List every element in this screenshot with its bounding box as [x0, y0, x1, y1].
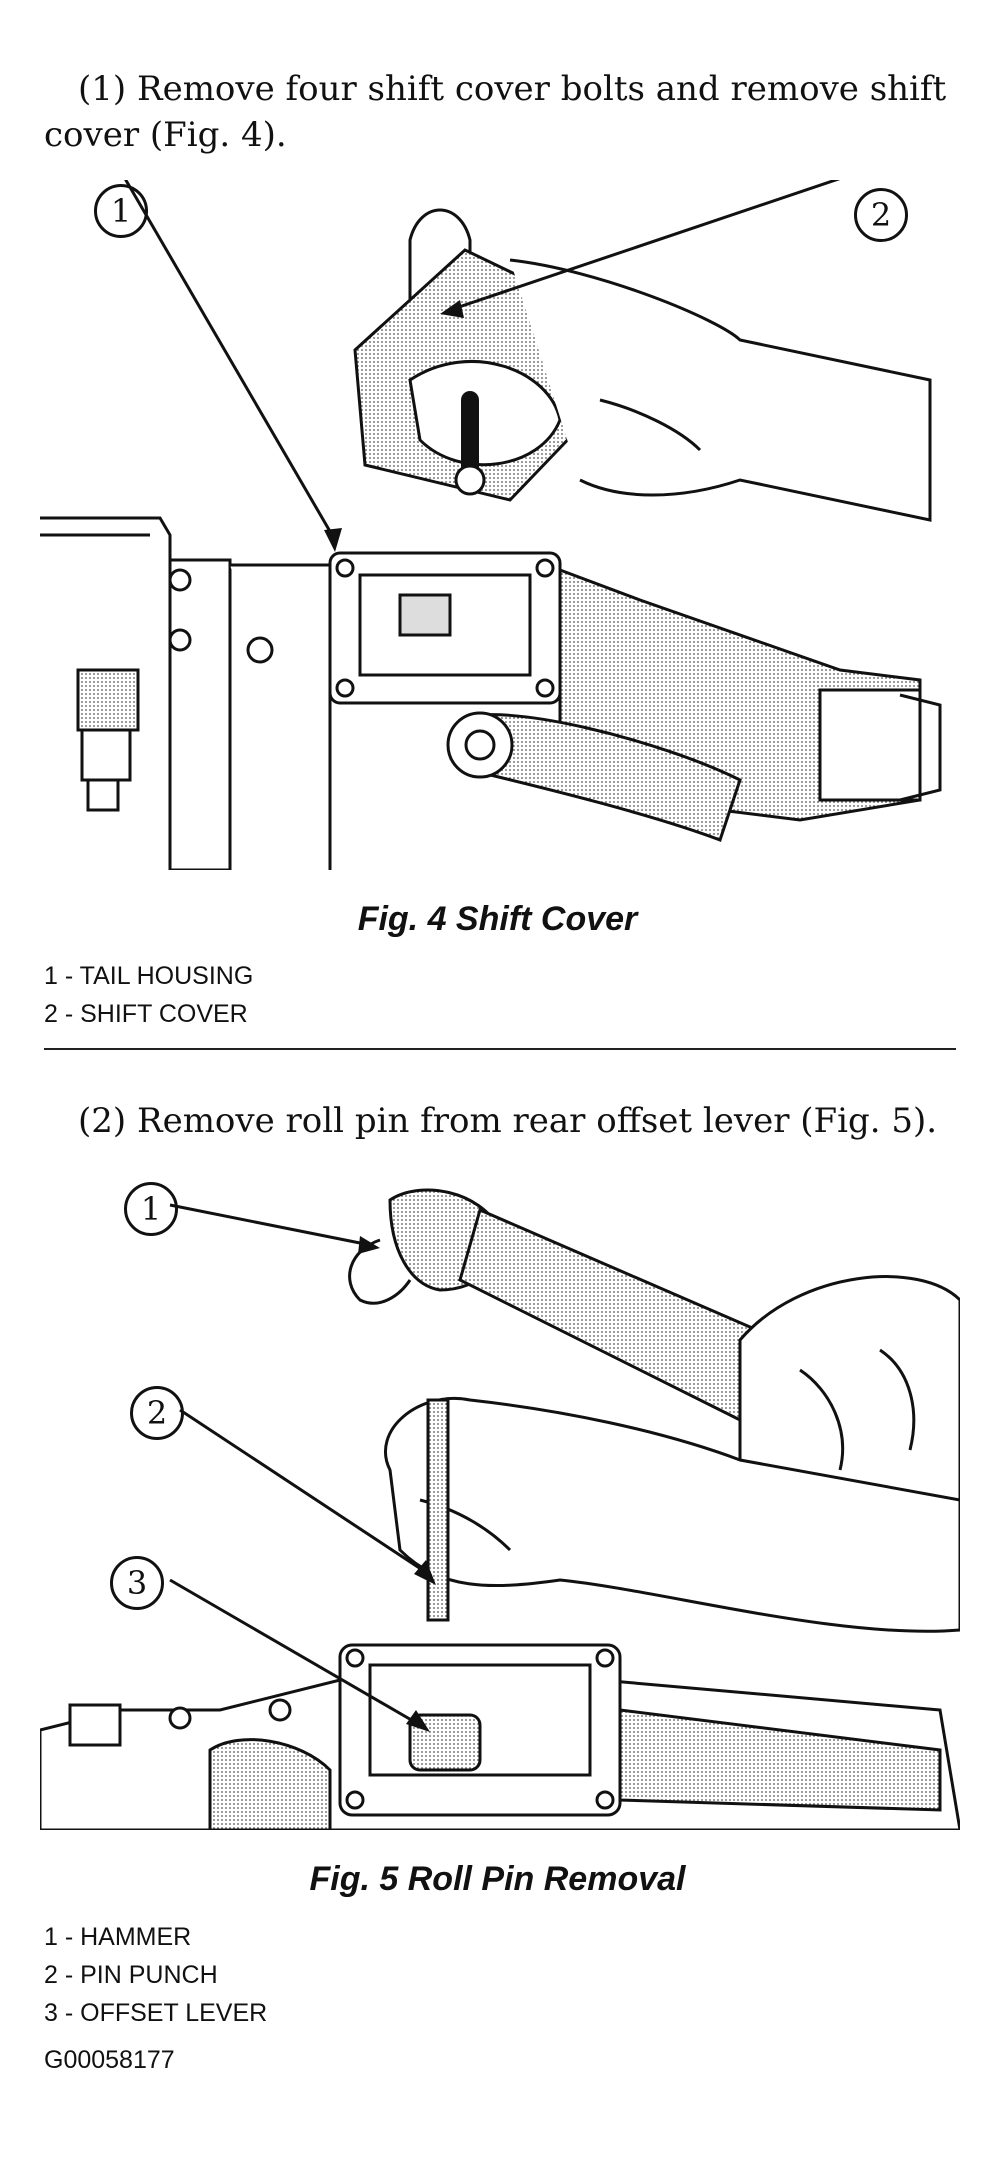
fig4-legend-item: 2 - SHIFT COVER: [44, 1000, 248, 1028]
fig4-caption: Fig. 4 Shift Cover: [357, 900, 638, 938]
callout-1: 1: [94, 184, 148, 238]
fig5-legend-item: 1 - HAMMER: [44, 1923, 192, 1951]
fig5-legend: 1 - HAMMER 2 - PIN PUNCH 3 - OFFSET LEVE…: [44, 1918, 267, 2032]
callout-2: 2: [854, 188, 908, 242]
image-code: G00058177: [44, 2046, 175, 2074]
step-2-text: (2) Remove roll pin from rear offset lev…: [78, 1101, 938, 1141]
callout-1: 1: [124, 1182, 178, 1236]
step-1-text: (1) Remove four shift cover bolts and re…: [44, 69, 947, 155]
callout-3: 3: [110, 1556, 164, 1610]
fig5-legend-item: 3 - OFFSET LEVER: [44, 1999, 268, 2027]
fig4-legend: 1 - TAIL HOUSING 2 - SHIFT COVER: [44, 957, 253, 1033]
fig5-caption: Fig. 5 Roll Pin Removal: [309, 1860, 686, 1898]
fig4-legend-item: 1 - TAIL HOUSING: [44, 962, 254, 990]
fig5-legend-item: 2 - PIN PUNCH: [44, 1961, 218, 1989]
callout-2: 2: [130, 1386, 184, 1440]
section-divider: [44, 1048, 956, 1050]
shift-cover-illustration: [40, 180, 942, 870]
roll-pin-removal-illustration: [40, 1188, 960, 1830]
